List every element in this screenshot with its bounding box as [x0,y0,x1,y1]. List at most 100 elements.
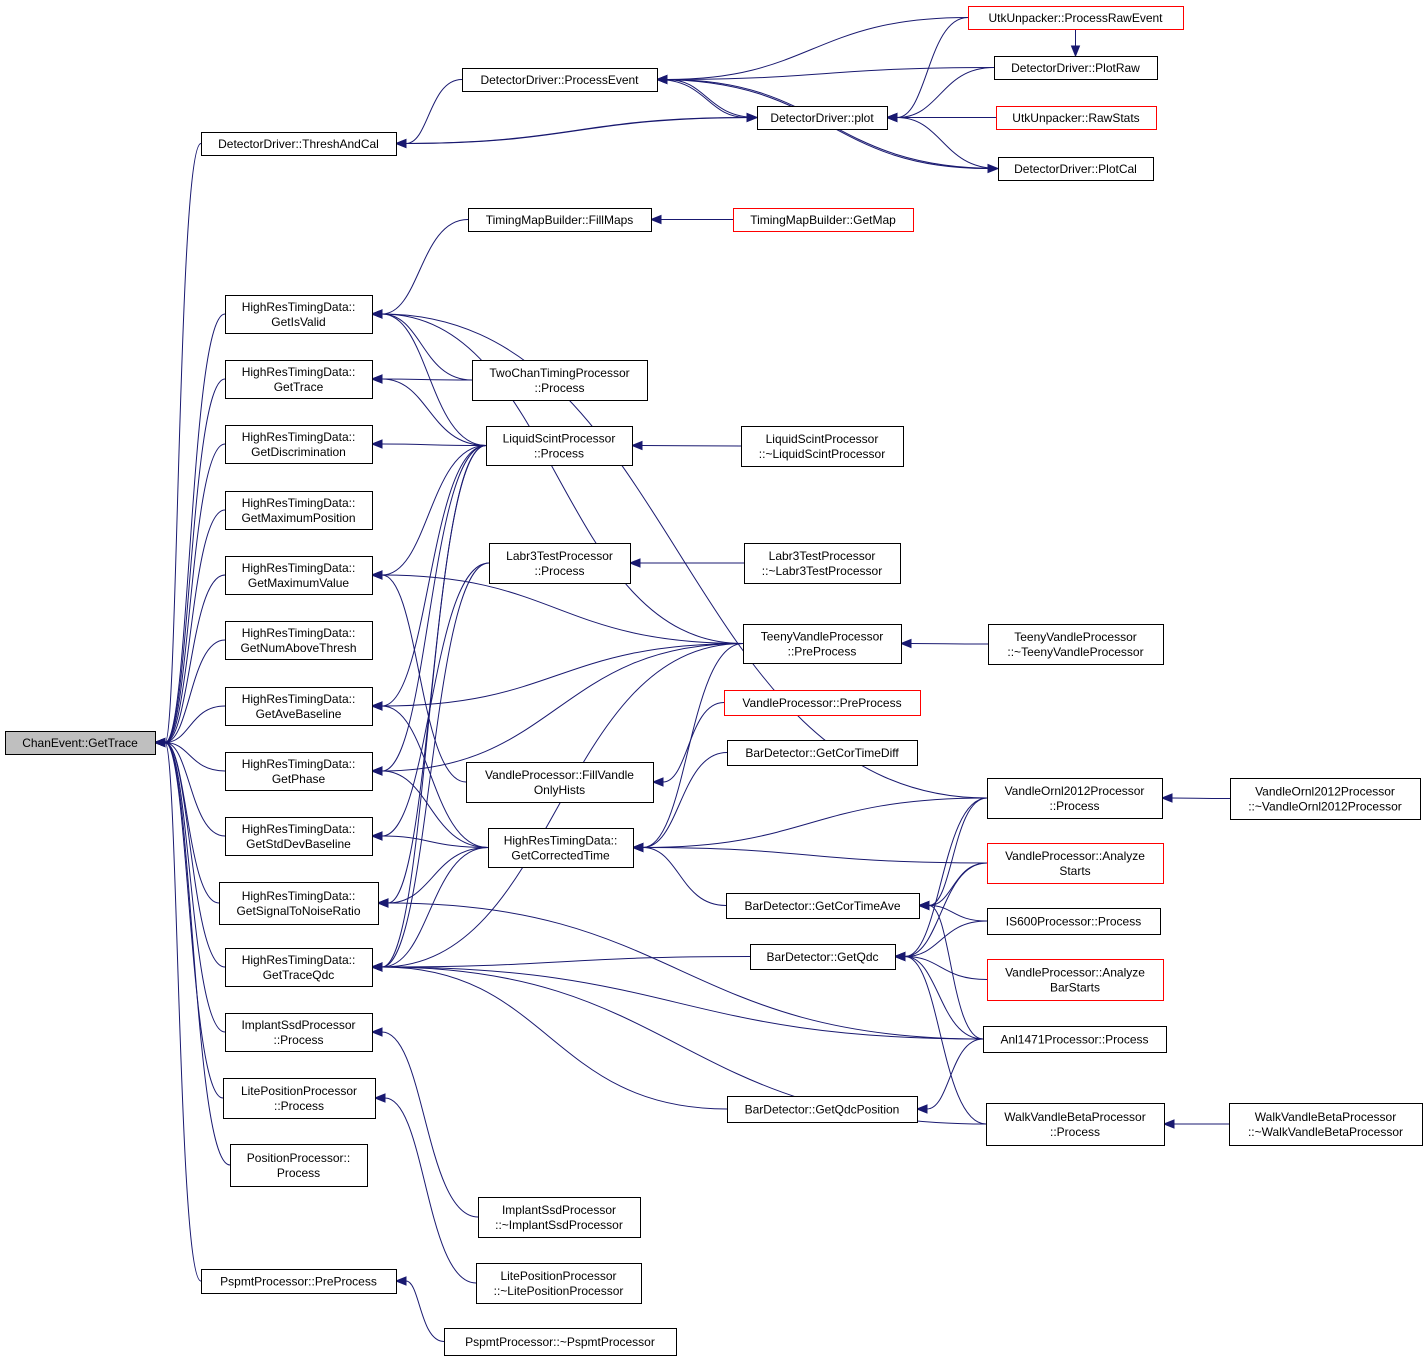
node-label: UtkUnpacker::RawStats [1012,111,1139,125]
node-label: HighResTimingData:: [242,626,356,640]
arrowhead-icon [1070,45,1081,58]
node-box [987,959,1164,1001]
edge-pe-utkpre [655,17,969,85]
node-box [225,752,373,791]
node-pos[interactable]: PositionProcessor::Process [230,1144,368,1187]
node-vpre[interactable]: VandleProcessor::PreProcess [724,690,921,716]
node-hdisc[interactable]: HighResTimingData::GetDiscrimination [225,425,373,464]
node-tac[interactable]: DetectorDriver::ThreshAndCal [201,132,397,156]
node-root[interactable]: ChanEvent::GetTrace [5,731,156,755]
arrowhead-icon [899,638,912,649]
node-utkpre[interactable]: UtkUnpacker::ProcessRawEvent [968,6,1184,30]
node-bave[interactable]: BarDetector::GetCorTimeAve [726,893,920,919]
node-walkd[interactable]: WalkVandleBetaProcessor::~WalkVandleBeta… [1229,1103,1423,1146]
node-box [225,556,373,595]
node-labrd[interactable]: Labr3TestProcessor::~Labr3TestProcessor [744,543,901,584]
node-label: GetAveBaseline [256,707,342,721]
node-lite[interactable]: LitePositionProcessor::Process [223,1078,376,1119]
node-bqdc[interactable]: BarDetector::GetQdc [750,944,896,970]
node-havebase[interactable]: HighResTimingData::GetAveBaseline [225,687,373,726]
edge-walk-walkd [1162,1119,1229,1129]
node-teenyd[interactable]: TeenyVandleProcessor::~TeenyVandleProces… [988,624,1164,665]
edge-hphase-liq [370,445,487,776]
node-labr[interactable]: Labr3TestProcessor::Process [489,543,631,584]
edge-bqdc-walk [893,951,987,1125]
node-vorn[interactable]: VandleOrnl2012Processor::Process [987,778,1163,819]
node-label: BarStarts [1050,981,1100,995]
node-bdiff[interactable]: BarDetector::GetCorTimeDiff [727,740,918,766]
node-hmaxpos[interactable]: HighResTimingData::GetMaximumPosition [225,491,373,530]
edge-line [910,643,989,645]
arrowhead-icon [915,1104,928,1114]
arrowhead-icon [746,112,759,123]
node-box [987,843,1164,884]
node-box [983,1026,1167,1053]
node-box [201,132,397,156]
node-teeny[interactable]: TeenyVandleProcessor::PreProcess [743,624,902,664]
node-box [757,106,888,130]
edge-root-hqdc [153,737,226,968]
node-lited[interactable]: LitePositionProcessor::~LitePositionProc… [476,1263,642,1304]
node-utkrs[interactable]: UtkUnpacker::RawStats [996,106,1157,130]
node-label: DetectorDriver::ThreshAndCal [218,137,379,151]
node-anl[interactable]: Anl1471Processor::Process [983,1026,1167,1053]
node-liqd[interactable]: LiquidScintProcessor::~LiquidScintProces… [741,426,904,467]
node-label: VandleProcessor::FillVandle [485,768,634,782]
edge-root-tac [153,143,202,748]
node-tmfill[interactable]: TimingMapBuilder::FillMaps [468,208,652,232]
node-pe[interactable]: DetectorDriver::ProcessEvent [462,68,658,92]
node-box [986,1103,1165,1146]
node-label: Process [277,1166,320,1180]
node-impld[interactable]: ImplantSsdProcessor::~ImplantSsdProcesso… [478,1197,641,1238]
node-plotraw[interactable]: DetectorDriver::PlotRaw [994,56,1158,80]
node-label: GetTrace [274,380,324,394]
node-plot[interactable]: DetectorDriver::plot [757,106,888,130]
node-bqpos[interactable]: BarDetector::GetQdcPosition [727,1096,918,1123]
node-label: ::~WalkVandleBetaProcessor [1248,1125,1403,1139]
node-hmaxval[interactable]: HighResTimingData::GetMaximumValue [225,556,373,595]
node-pspmt[interactable]: PspmtProcessor::PreProcess [201,1269,397,1294]
node-pspmtd[interactable]: PspmtProcessor::~PspmtProcessor [444,1328,677,1356]
edge-line [896,17,969,118]
node-box [987,778,1163,819]
node-twochan[interactable]: TwoChanTimingProcessor::Process [472,360,648,401]
arrowhead-icon [630,440,643,451]
edge-hvalid-liq [370,309,487,446]
node-plotcal[interactable]: DetectorDriver::PlotCal [998,157,1154,181]
node-vornd[interactable]: VandleOrnl2012Processor::~VandleOrnl2012… [1230,778,1421,820]
edge-line [381,770,489,848]
node-hphase[interactable]: HighResTimingData::GetPhase [225,752,373,791]
node-hcorr[interactable]: HighResTimingData::GetCorrectedTime [488,828,634,868]
node-box [468,208,652,232]
node-label: HighResTimingData:: [242,430,356,444]
arrowhead-icon [885,112,898,123]
node-htrace[interactable]: HighResTimingData::GetTrace [225,360,373,399]
arrowhead-icon [1160,793,1173,803]
node-label: LitePositionProcessor [500,1269,616,1283]
node-hnum[interactable]: HighResTimingData::GetNumAboveThresh [225,621,373,660]
node-is600[interactable]: IS600Processor::Process [987,908,1161,935]
node-hqdc[interactable]: HighResTimingData::GetTraceQdc [225,948,373,987]
node-label: GetIsValid [271,315,325,329]
node-label: VandleProcessor::Analyze [1005,966,1145,980]
node-hsnr[interactable]: HighResTimingData::GetSignalToNoiseRatio [219,882,379,925]
node-hvalid[interactable]: HighResTimingData::GetIsValid [225,295,373,334]
node-impl[interactable]: ImplantSsdProcessor::Process [225,1013,373,1052]
edge-line [381,445,487,968]
node-label: HighResTimingData:: [242,561,356,575]
node-liq[interactable]: LiquidScintProcessor::Process [486,426,633,466]
node-hstd[interactable]: HighResTimingData::GetStdDevBaseline [225,817,373,856]
node-box [724,690,921,716]
edge-root-hdisc [153,443,226,748]
arrowhead-icon [370,831,383,841]
node-walk[interactable]: WalkVandleBetaProcessor::Process [986,1103,1165,1146]
edge-line [641,445,742,447]
node-tmget[interactable]: TimingMapBuilder::GetMap [733,208,914,232]
node-label: WalkVandleBetaProcessor [1255,1110,1396,1124]
edge-plot-tac [395,112,759,144]
edge-lite-lited [373,1093,477,1284]
